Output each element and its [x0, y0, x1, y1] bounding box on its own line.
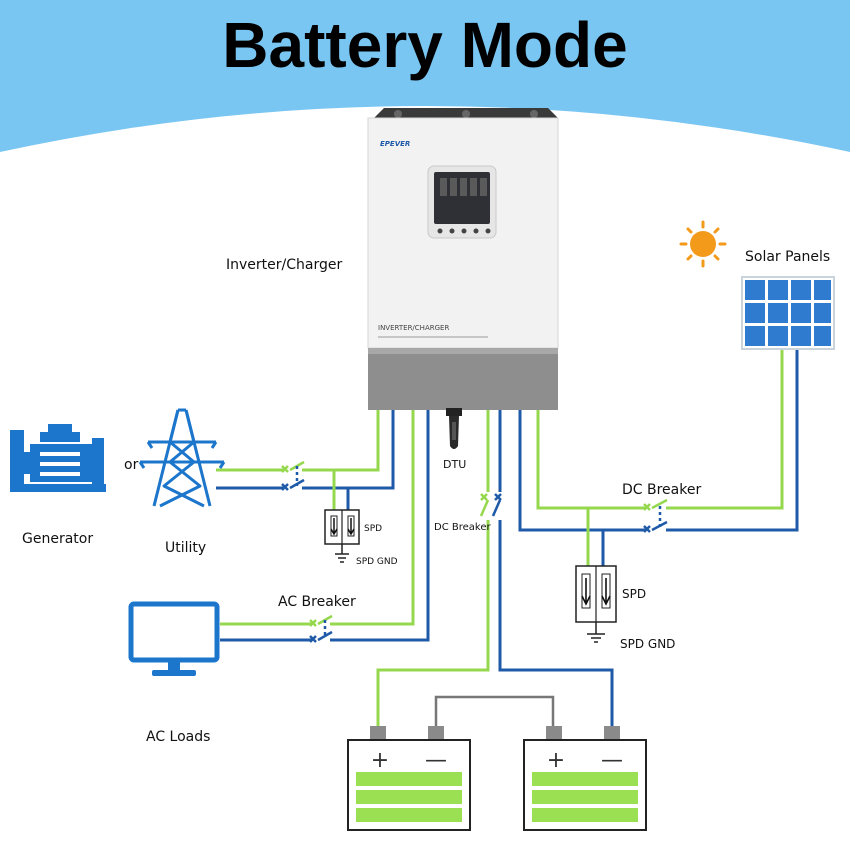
ac-loads-label: AC Loads — [146, 729, 210, 745]
dc-breaker-main-label: DC Breaker — [622, 482, 701, 498]
spd-icon — [575, 565, 617, 634]
battery-icon: + — — [523, 726, 647, 831]
utility-label: Utility — [165, 540, 206, 556]
title-banner — [0, 0, 850, 152]
solar-panels-label: Solar Panels — [745, 249, 830, 265]
breaker-switch-icon — [281, 460, 668, 643]
dtu-antenna-icon — [446, 408, 462, 449]
spd-small-label: SPD — [364, 524, 382, 534]
battery-2-minus: — — [601, 748, 623, 773]
pv-positive-wire-right — [666, 350, 784, 510]
ground-icon — [587, 633, 605, 643]
solar-panel-icon — [741, 276, 835, 350]
battery-icon: + — — [347, 726, 471, 831]
device-label: INVERTER/CHARGER — [378, 324, 449, 332]
grid-input-green-wire — [302, 408, 380, 472]
battery-series-link — [434, 695, 555, 728]
ac-breaker-label: AC Breaker — [278, 594, 356, 610]
utility-tower-icon — [138, 408, 226, 508]
grid-input-blue-wire — [302, 408, 395, 490]
generator-icon — [10, 424, 106, 492]
ac-output-blue-wire — [330, 408, 430, 642]
battery-1-minus: — — [425, 748, 447, 773]
or-label: or — [124, 457, 139, 473]
battery-positive-wire — [376, 408, 490, 728]
wiring — [216, 350, 799, 728]
ground-icon — [335, 553, 349, 563]
pv-positive-wire — [536, 408, 646, 510]
spd-gnd-small-label: SPD GND — [356, 557, 398, 567]
dc-breaker-small-label: DC Breaker — [434, 522, 491, 533]
page-title: Battery Mode — [222, 9, 627, 81]
ac-output-green-wire — [330, 408, 415, 626]
inverter-label: Inverter/Charger — [226, 257, 342, 273]
battery-1-plus: + — [371, 748, 389, 773]
sun-icon — [679, 220, 727, 268]
battery-negative-wire — [498, 408, 614, 728]
spd-icon — [324, 509, 360, 554]
device-brand: EPEVER — [380, 140, 410, 148]
dtu-label: DTU — [443, 458, 466, 471]
battery-2-plus: + — [547, 748, 565, 773]
generator-label: Generator — [22, 531, 93, 547]
spd-gnd-big-label: SPD GND — [620, 637, 675, 651]
pv-negative-wire-right — [666, 350, 799, 532]
monitor-icon — [128, 601, 220, 676]
spd-big-label: SPD — [622, 587, 646, 601]
inverter-charger-device: EPEVER INVERTER/CHARGER — [367, 108, 559, 410]
